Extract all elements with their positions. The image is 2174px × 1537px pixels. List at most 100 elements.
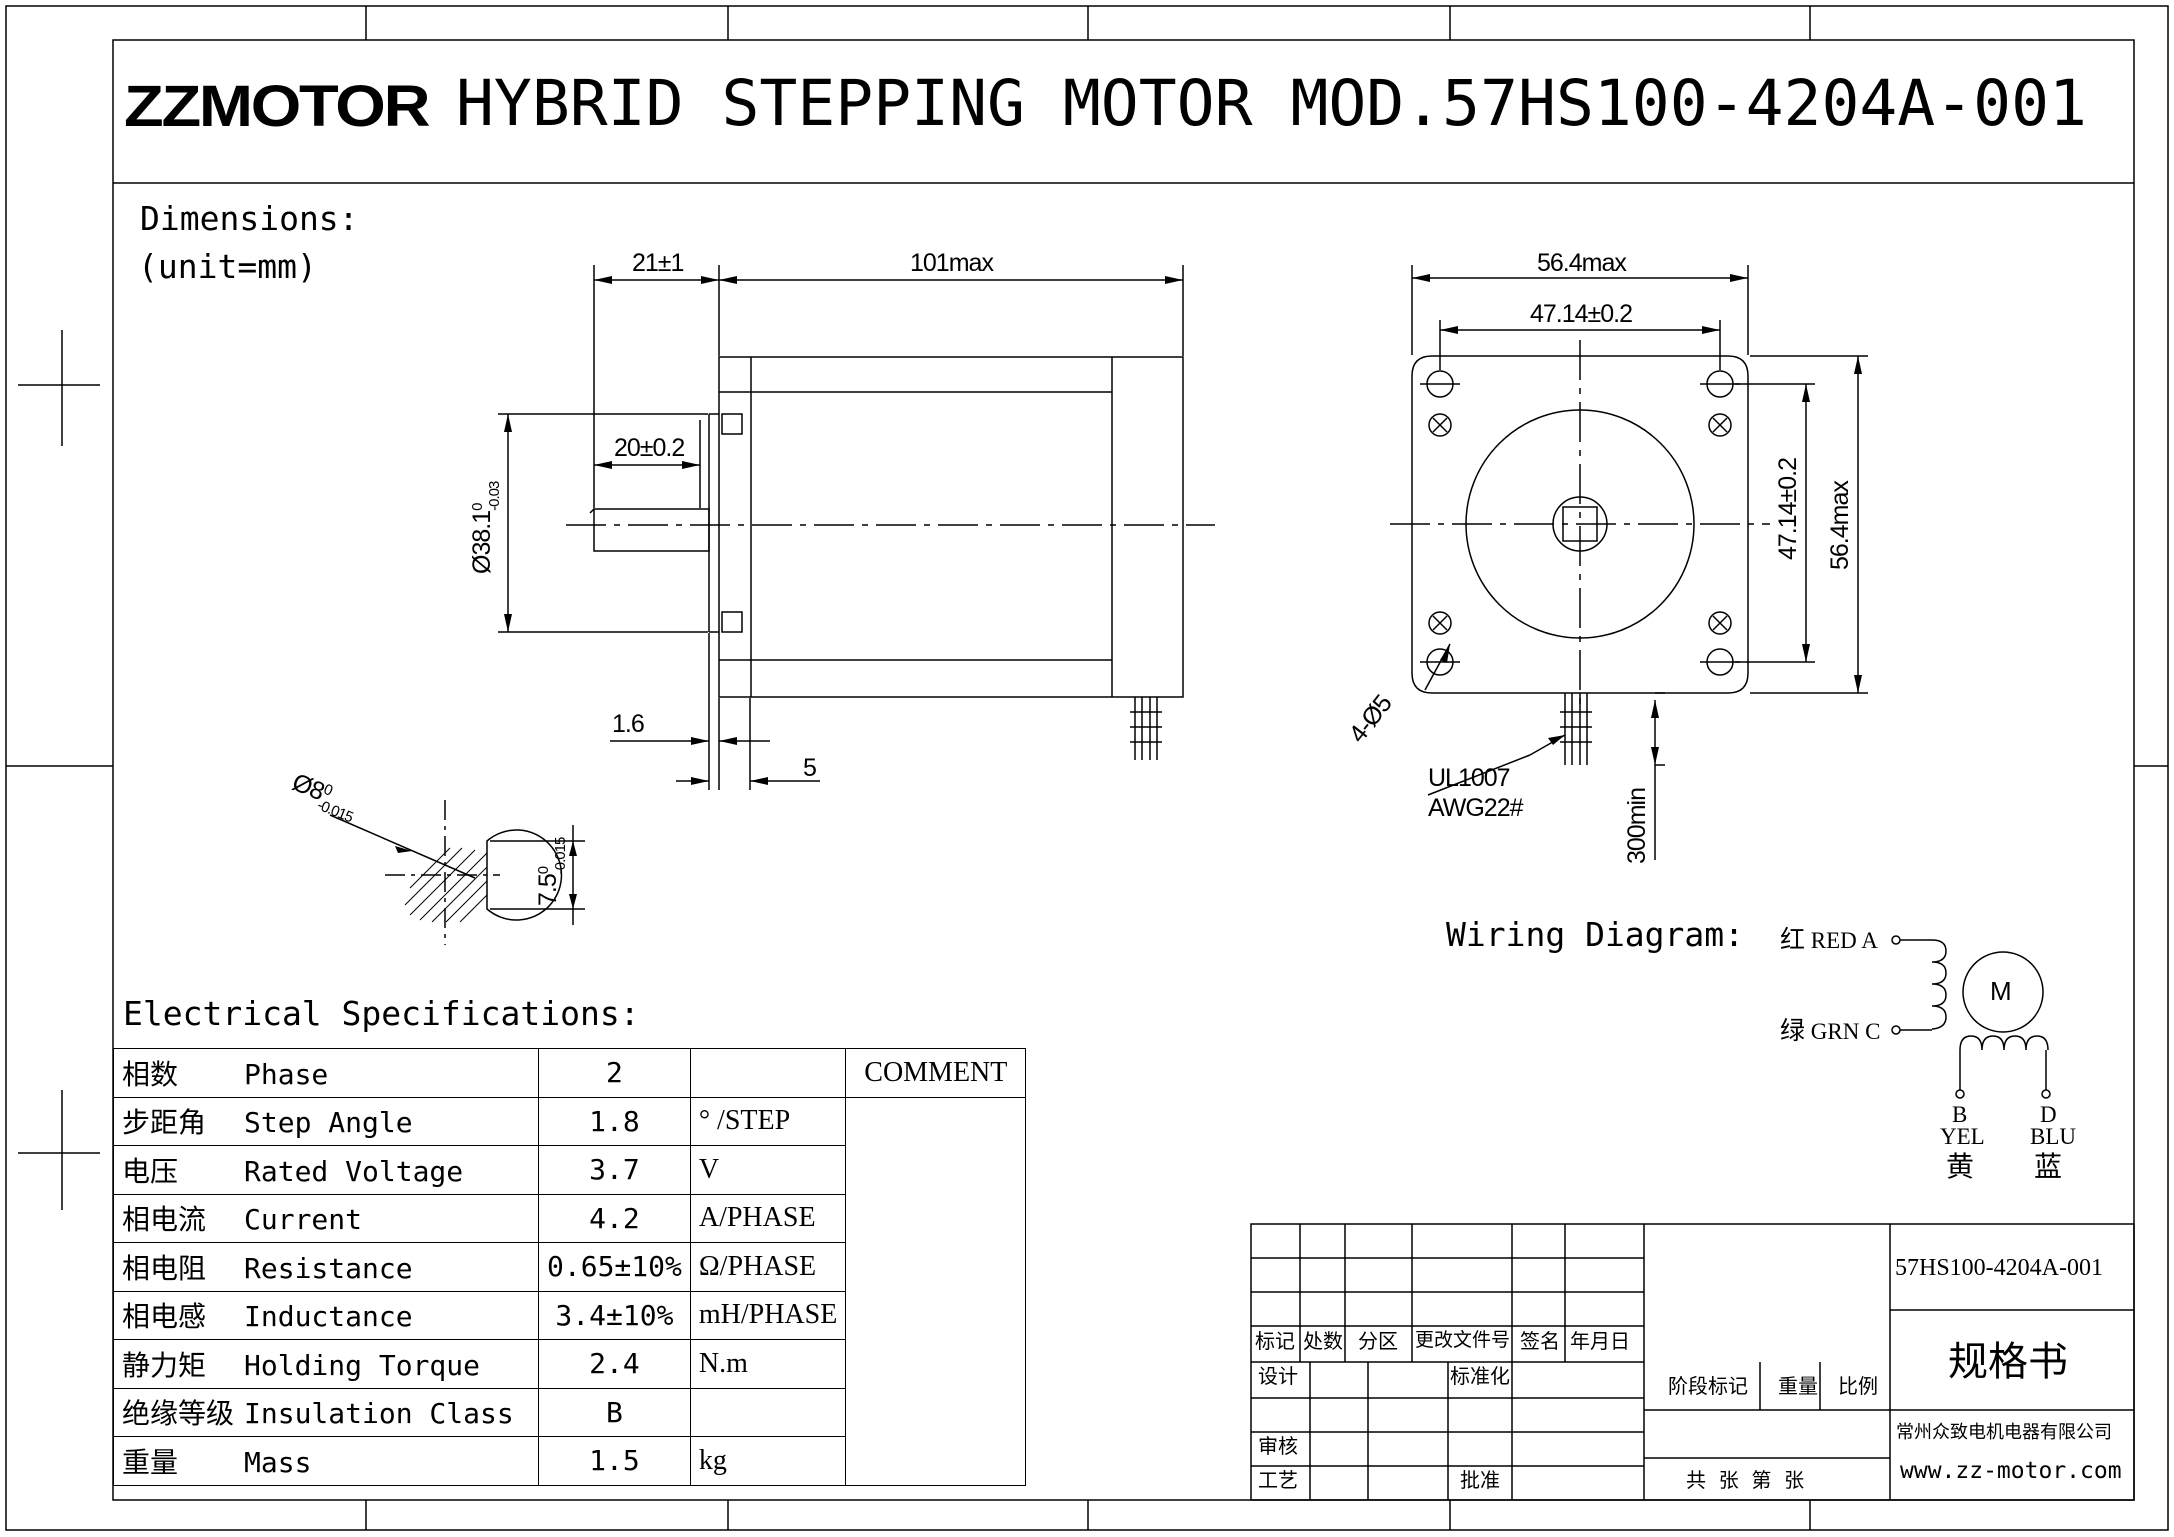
wire-red-en: RED (1810, 928, 1857, 953)
spec-param-en: Resistance (244, 1251, 413, 1285)
shaft-flat-tol-lower: -0.015 (551, 837, 569, 875)
spec-unit: N.m (689, 1339, 847, 1389)
dim-flange-thickness: 1.6 (612, 710, 645, 738)
pilot-tol-lower: -0.03 (485, 481, 503, 511)
dim-hole-spacing-h: 47.14±0.2 (1530, 300, 1633, 328)
spec-param-zh: 相电感 (122, 1300, 207, 1334)
comment-header: COMMENT (845, 1048, 1027, 1098)
spec-value: 2.4 (538, 1339, 691, 1389)
pilot-tol-upper: 0 (469, 503, 486, 511)
spec-value: 0.65±10% (538, 1242, 691, 1292)
shaft-flat-value: 7.5 (534, 874, 562, 906)
spec-param-en: Mass (244, 1445, 312, 1479)
spec-value: B (538, 1387, 691, 1437)
brand-logo: ZZMOTOR (124, 74, 431, 139)
dim-lead-length: 300min (1623, 788, 1651, 864)
spec-param-en: Step Angle (244, 1106, 413, 1140)
spec-param-zh: 重量 (122, 1445, 179, 1479)
tb-mark: 标记 (1255, 1329, 1295, 1353)
dim-pilot-diameter: Ø38.10-0.03 (468, 481, 503, 574)
spec-row: 相电感 Inductance 3.4±10%mH/PHASE (113, 1290, 1026, 1340)
tb-approve: 批准 (1460, 1468, 1500, 1492)
spec-param-en: Phase (244, 1057, 329, 1091)
shaft-section (329, 800, 585, 945)
spec-param-en: Inductance (244, 1300, 413, 1334)
dim-shaft-length: 20±0.2 (614, 434, 685, 462)
tb-change-doc: 更改文件号 (1415, 1329, 1511, 1351)
spec-param-zh: 绝缘等级 (122, 1397, 235, 1431)
dim-shaft-flat: 7.50-0.015 (534, 837, 569, 906)
dim-hole-spacing-v: 47.14±0.2 (1774, 457, 1802, 560)
spec-value: 1.8 (538, 1096, 691, 1146)
wire-red-label: 红 RED A (1780, 927, 1878, 952)
spec-unit: ° /STEP (689, 1096, 847, 1146)
spec-param-en: Current (244, 1203, 363, 1237)
wire-blu-zh: 蓝 (2034, 1150, 2063, 1183)
dim-overall-width: 56.4max (1537, 249, 1627, 277)
dim-pilot-depth: 5 (803, 754, 817, 782)
spec-param-cell: 相数 Phase (113, 1048, 539, 1098)
wire-yel-pin: B (1952, 1102, 1968, 1127)
comment-cell (845, 1096, 1027, 1486)
spec-unit: V (689, 1145, 847, 1195)
drawing-title: HYBRID STEPPING MOTOR MOD.57HS100-4204A-… (456, 67, 2087, 140)
spec-value: 3.7 (538, 1145, 691, 1195)
spec-param-cell: 相电阻 Resistance (113, 1242, 539, 1292)
wire-grn-zh: 绿 (1780, 1016, 1806, 1045)
wire-yel-zh: 黄 (1946, 1150, 1975, 1183)
wire-yel-en: YEL (1940, 1124, 1985, 1149)
motor-symbol: M (1990, 976, 2012, 1006)
tb-count: 处数 (1303, 1329, 1343, 1353)
spec-value: 4.2 (538, 1193, 691, 1243)
cable-type: UL1007 (1428, 764, 1511, 792)
spec-param-zh: 电压 (122, 1154, 179, 1188)
wire-blu-en: BLU (2030, 1124, 2076, 1149)
tb-date: 年月日 (1570, 1329, 1630, 1353)
tb-company: 常州众致电机电器有限公司 (1896, 1422, 2112, 1443)
spec-value: 3.4±10% (538, 1290, 691, 1340)
spec-value: 1.5 (538, 1436, 691, 1486)
spec-param-zh: 静力矩 (122, 1348, 207, 1382)
dimensions-unit: (unit=mm) (138, 247, 317, 286)
spec-param-en: Holding Torque (244, 1348, 481, 1382)
tb-review: 审核 (1258, 1434, 1298, 1458)
tb-design: 设计 (1258, 1364, 1298, 1388)
front-view (1390, 265, 1868, 860)
wiring-heading: Wiring Diagram: (1446, 915, 1745, 954)
spec-param-zh: 相数 (122, 1057, 179, 1091)
spec-param-zh: 相电阻 (122, 1251, 207, 1285)
dim-overall-height: 56.4max (1826, 481, 1854, 570)
wire-red-zh: 红 (1780, 925, 1806, 954)
tb-signature: 签名 (1520, 1329, 1560, 1353)
spec-param-cell: 静力矩 Holding Torque (113, 1339, 539, 1389)
spec-unit: mH/PHASE (689, 1290, 847, 1340)
spec-unit: A/PHASE (689, 1193, 847, 1243)
spec-param-cell: 电压 Rated Voltage (113, 1145, 539, 1195)
spec-param-en: Rated Voltage (244, 1154, 464, 1188)
spec-param-zh: 相电流 (122, 1203, 207, 1237)
shaft-flat-tol-upper: 0 (535, 866, 552, 875)
tb-standardize: 标准化 (1450, 1364, 1510, 1388)
tb-website: www.zz-motor.com (1900, 1458, 2122, 1484)
wire-red-pin: A (1861, 928, 1878, 953)
spec-param-cell: 相电感 Inductance (113, 1290, 539, 1340)
wire-blu-pin: D (2040, 1102, 2057, 1127)
inner-frame (112, 39, 2135, 1501)
title-block (1250, 1223, 2135, 1501)
tb-scale: 比例 (1838, 1374, 1878, 1398)
dimensions-heading: Dimensions: (140, 199, 359, 238)
electrical-heading: Electrical Specifications: (123, 994, 640, 1033)
spec-param-cell: 重量 Mass (113, 1436, 539, 1486)
tb-stage-mark: 阶段标记 (1668, 1374, 1748, 1398)
